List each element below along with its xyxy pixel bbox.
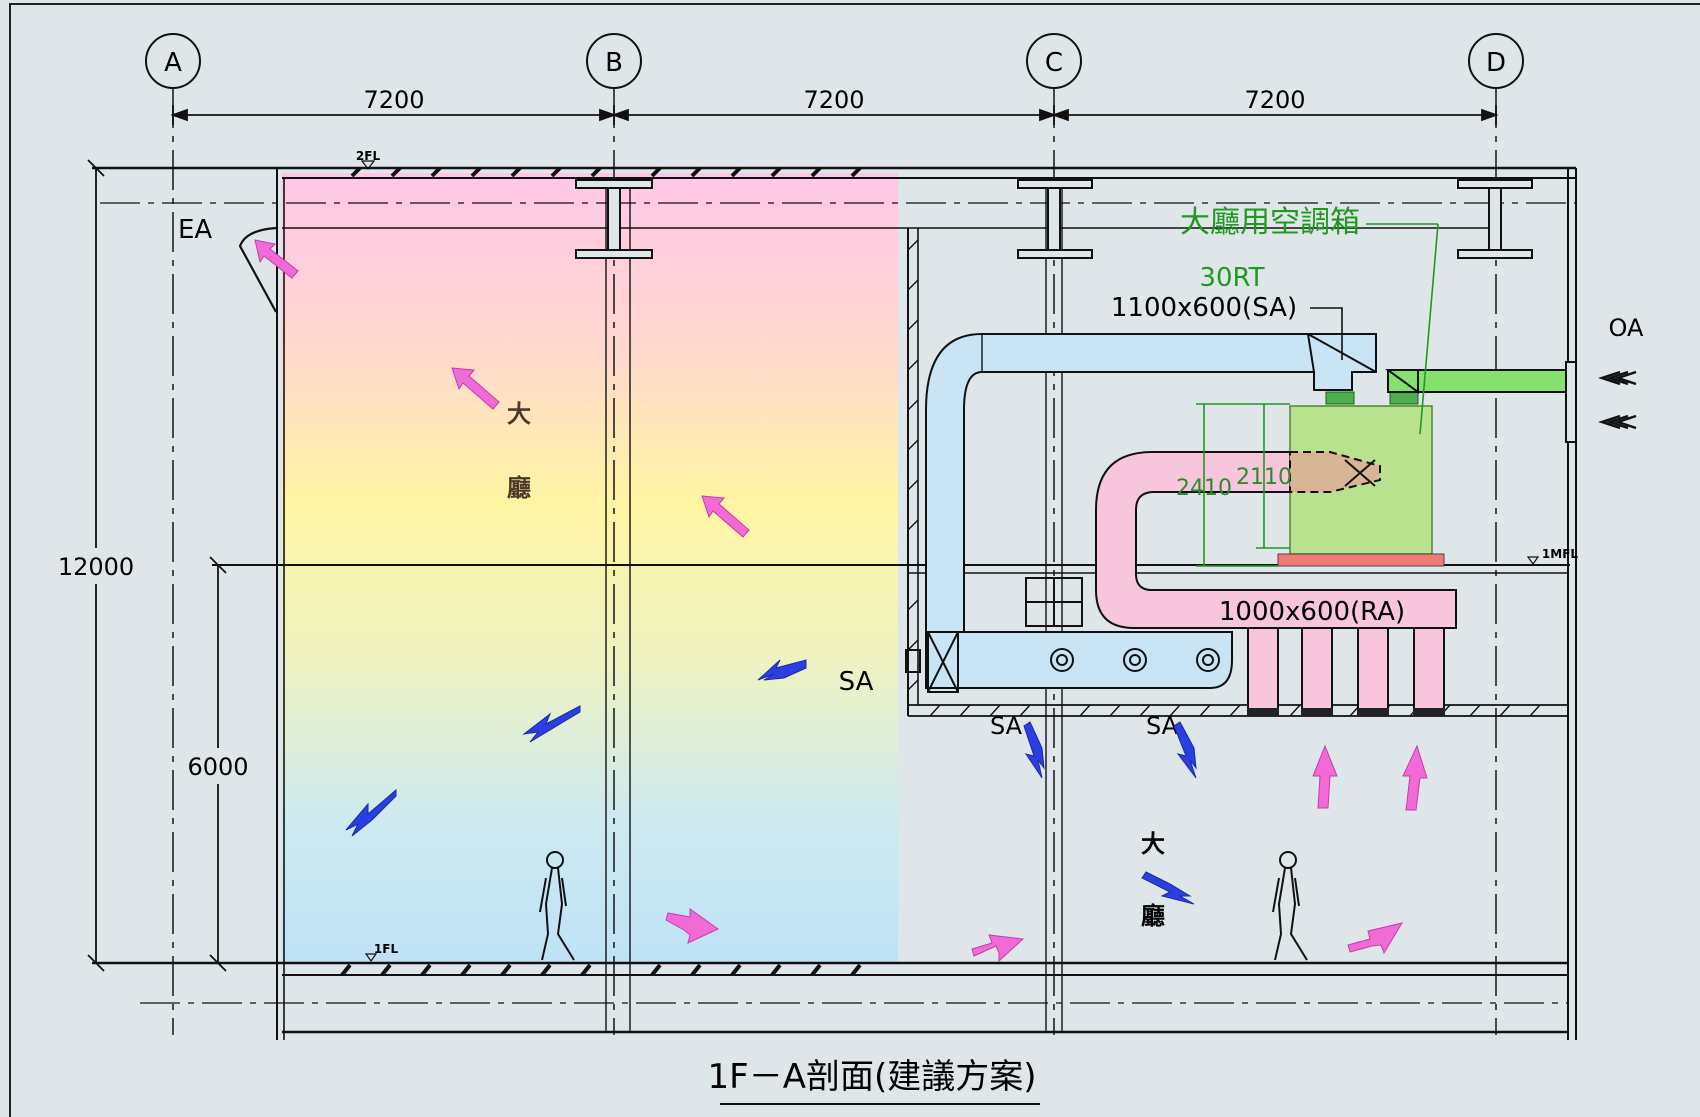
hall-right-label-2: 廳: [1141, 902, 1165, 930]
lower-height-label: 6000: [187, 753, 248, 781]
return-duct: [1095, 451, 1457, 715]
person-figure-left: [539, 851, 575, 961]
span-ab: 7200: [363, 86, 424, 114]
total-height-mask: [58, 548, 136, 584]
exhaust-hood: [238, 226, 277, 313]
slab-hatching: [340, 166, 862, 977]
level-1mfl-marker: [1526, 556, 1540, 566]
ahu-height-inner: 2110: [1236, 465, 1292, 490]
ahu-capacity-label: 30RT: [1199, 263, 1264, 293]
cool-arrow-hall: [757, 659, 807, 681]
warm-airflow-arrows: [254, 239, 1428, 963]
warm-arrow-upper-mid: [701, 495, 750, 538]
lower-height-mask: [182, 748, 254, 784]
supply-diffusers: [1050, 648, 1220, 672]
cool-arrow-hall-right: [1141, 871, 1195, 905]
level-1f-marker: [364, 953, 378, 963]
supply-label-mid: SA: [990, 712, 1023, 740]
level-2f-label: 2FL: [356, 149, 381, 163]
supply-duct: [925, 333, 1377, 689]
hall-left-label-2: 廳: [507, 474, 531, 502]
span-dimensions: [170, 105, 1499, 125]
warm-arrow-floor-left: [665, 908, 719, 944]
total-height-label: 12000: [58, 553, 134, 581]
warm-arrow-exhaust: [254, 239, 299, 279]
drawing-title: 1F－A剖面(建議方案): [708, 1057, 1037, 1097]
sa-duct-size-label: 1100x600(SA): [1111, 293, 1297, 323]
cool-airflow-arrows: [345, 659, 1197, 905]
hall-left-label-1: 大: [507, 400, 531, 428]
ahu-leader: [1419, 223, 1439, 435]
grid-bubbles: A B C D: [145, 33, 1524, 89]
ra-duct-size-label: 1000x600(RA): [1219, 597, 1405, 627]
outdoor-air-label: OA: [1609, 314, 1644, 342]
return-grilles: [1247, 708, 1445, 716]
warm-arrow-upper-left: [451, 367, 500, 410]
grid-label-a: A: [164, 48, 182, 78]
ahu-return-connection: [1289, 451, 1381, 493]
level-1f-label: 1FL: [374, 942, 399, 956]
span-cd: 7200: [1244, 86, 1305, 114]
ahu-damper: [1344, 459, 1376, 487]
grid-label-b: B: [605, 48, 623, 78]
outdoor-air-chevrons: [1598, 370, 1637, 430]
supply-label-hall: SA: [839, 667, 874, 697]
level-1mfl-label: 1MFL: [1542, 547, 1578, 561]
sa-duct-leader: [1310, 307, 1343, 360]
building-structure: [92, 166, 1577, 1040]
level-2f-marker: [360, 160, 376, 170]
ahu-height-dimensions: [1196, 403, 1290, 567]
supply-label-right: SA: [1146, 712, 1179, 740]
warm-arrow-floor-right: [1347, 922, 1404, 955]
hall-right-label-1: 大: [1141, 830, 1165, 858]
ahu-base: [1277, 553, 1445, 567]
steel-beams: [575, 179, 1533, 259]
fresh-air-duct: [1384, 361, 1577, 443]
temperature-gradient-zone: [282, 173, 898, 963]
exhaust-label: EA: [178, 215, 212, 245]
cool-arrow-supply-right: [1173, 721, 1197, 779]
wall-louvre: [1025, 577, 1083, 627]
person-figure-right: [1272, 851, 1308, 961]
ahu-height-outer: 2410: [1176, 476, 1232, 501]
sheet-border: [9, 3, 1700, 1117]
warm-arrow-return-right: [1402, 744, 1428, 811]
cool-arrow-low-left: [345, 788, 397, 837]
cool-arrow-supply-mid: [1023, 721, 1045, 779]
warm-arrow-return-left: [1312, 744, 1338, 809]
ahu-name-label: 大廳用空調箱: [1180, 205, 1360, 240]
cool-arrow-mid-left: [522, 705, 581, 743]
fire-damper: [905, 631, 959, 693]
span-bc: 7200: [803, 86, 864, 114]
ahu-vibration-isolators: [1325, 391, 1419, 405]
warm-arrow-floor-mid: [971, 934, 1025, 963]
grid-label-d: D: [1486, 48, 1506, 78]
grid-label-c: C: [1045, 48, 1063, 78]
